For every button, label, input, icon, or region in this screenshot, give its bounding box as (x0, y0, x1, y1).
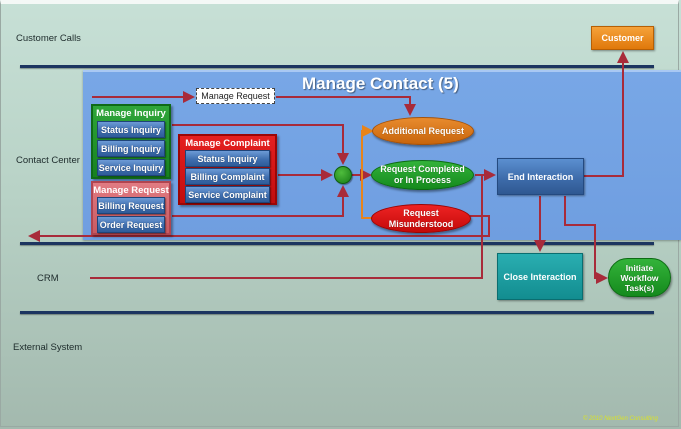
copyright-text: © 2010 NextGen Consulting (583, 416, 658, 422)
request-completed-line1: Request Completed (380, 164, 465, 174)
service-inquiry-button[interactable]: Service Inquiry (97, 159, 165, 176)
lane-divider-1 (20, 65, 654, 68)
billing-inquiry-button[interactable]: Billing Inquiry (97, 140, 165, 157)
lane-divider-2 (20, 242, 654, 245)
lane-label-crm: CRM (37, 273, 59, 284)
workflow-line3: Task(s) (624, 282, 655, 293)
customer-node[interactable]: Customer (591, 26, 654, 50)
manage-inquiry-group: Manage Inquiry Status Inquiry Billing In… (91, 104, 171, 179)
lane-label-customer-calls: Customer Calls (16, 33, 81, 44)
panel-title: Manage Contact (5) (302, 74, 459, 93)
workflow-line1: Initiate (625, 262, 654, 273)
additional-request-label: Additional Request (381, 125, 464, 136)
decision-junction (334, 166, 352, 184)
lane-label-contact-center: Contact Center (16, 155, 80, 166)
request-completed-line2: or In Process (393, 175, 451, 185)
end-interaction-node[interactable]: End Interaction (497, 158, 584, 195)
additional-request-node[interactable]: Additional Request (372, 117, 474, 145)
manage-complaint-group: Manage Complaint Status Inquiry Billing … (178, 134, 277, 205)
billing-complaint-button[interactable]: Billing Complaint (185, 168, 270, 185)
billing-request-button[interactable]: Billing Request (97, 197, 165, 214)
request-misunderstood-line1: Request (403, 207, 439, 218)
manage-request-title: Manage Request (93, 185, 169, 196)
manage-request-node[interactable]: Manage Request (196, 88, 275, 104)
workflow-line2: Workflow (620, 272, 659, 283)
complaint-status-inquiry-button[interactable]: Status Inquiry (185, 150, 270, 167)
request-misunderstood-line2: Misunderstood (388, 218, 454, 229)
manage-inquiry-title: Manage Inquiry (96, 108, 166, 119)
close-interaction-node[interactable]: Close Interaction (497, 253, 583, 300)
service-complaint-button[interactable]: Service Complaint (185, 186, 270, 203)
lane-label-external-system: External System (13, 342, 83, 353)
manage-complaint-title: Manage Complaint (185, 138, 270, 149)
lane-divider-3 (20, 311, 654, 314)
order-request-button[interactable]: Order Request (97, 216, 165, 233)
status-inquiry-button[interactable]: Status Inquiry (97, 121, 165, 138)
manage-request-group: Manage Request Billing Request Order Req… (91, 181, 171, 235)
